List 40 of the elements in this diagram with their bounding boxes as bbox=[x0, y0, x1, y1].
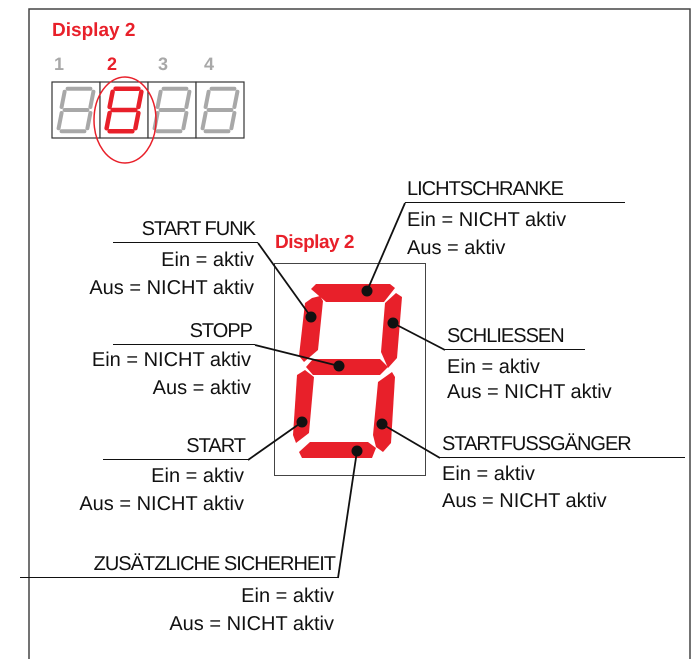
segment-title: LICHTSCHRANKE bbox=[405, 174, 625, 203]
digit-number: 1 bbox=[54, 53, 64, 75]
display-heading: Display 2 bbox=[52, 20, 136, 42]
leader-line bbox=[388, 318, 446, 351]
display-segment bbox=[381, 293, 402, 368]
leader-line bbox=[337, 446, 362, 578]
segment-title: START FUNK bbox=[113, 216, 258, 243]
state-text: Ein = aktiv bbox=[442, 462, 535, 486]
display-segment bbox=[293, 370, 314, 443]
state-text: Aus = NICHT aktiv bbox=[447, 380, 612, 404]
digit-number: 3 bbox=[158, 53, 168, 75]
state-text: Aus = aktiv bbox=[152, 376, 251, 400]
segment-title: ZUSÄTZLICHE SICHERHEIT bbox=[20, 550, 338, 578]
display-segment bbox=[299, 296, 323, 362]
state-text: Ein = NICHT aktiv bbox=[407, 208, 566, 232]
segment-title: SCHLIESSEN bbox=[445, 318, 585, 350]
state-text: Ein = aktiv bbox=[447, 355, 540, 379]
leader-line bbox=[254, 344, 344, 372]
state-text: Aus = NICHT aktiv bbox=[442, 489, 607, 513]
display-segment bbox=[311, 284, 395, 302]
segment-title: STARTFUSSGÄNGER bbox=[440, 428, 685, 458]
state-text: Aus = NICHT aktiv bbox=[89, 276, 254, 300]
leader-line bbox=[376, 418, 440, 459]
digit-number: 4 bbox=[204, 53, 214, 75]
state-text: Aus = NICHT aktiv bbox=[79, 492, 244, 516]
display-segment bbox=[299, 442, 376, 458]
leader-line bbox=[257, 242, 316, 322]
display-heading: Display 2 bbox=[275, 232, 354, 254]
state-text: Ein = NICHT aktiv bbox=[92, 348, 251, 372]
display-segment bbox=[373, 372, 395, 452]
state-text: Ein = aktiv bbox=[161, 248, 254, 272]
state-text: Ein = aktiv bbox=[241, 584, 334, 608]
leader-line bbox=[362, 202, 406, 296]
digit-number: 2 bbox=[107, 53, 118, 75]
leader-line bbox=[247, 416, 308, 461]
state-text: Aus = NICHT aktiv bbox=[169, 612, 334, 636]
state-text: Aus = aktiv bbox=[407, 236, 506, 260]
segment-title: START bbox=[103, 432, 248, 460]
state-text: Ein = aktiv bbox=[151, 464, 244, 488]
segment-title: STOPP bbox=[113, 318, 255, 345]
